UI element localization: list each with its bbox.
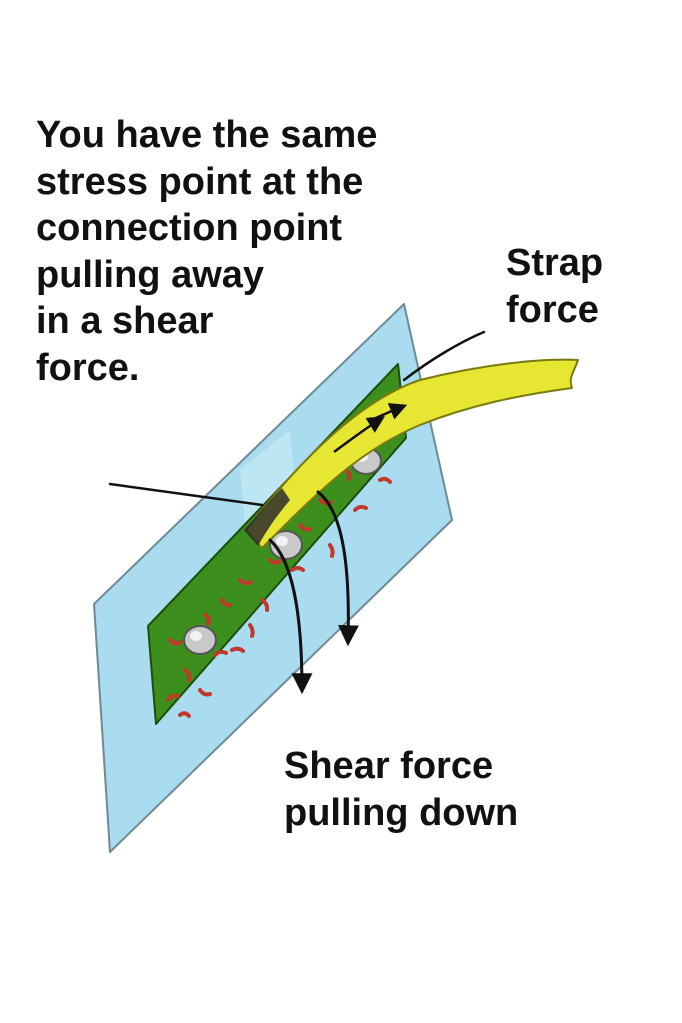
arrow-along-strap-icon [371, 403, 408, 422]
caption-line: pulling down [284, 791, 519, 834]
leader-lines [108, 330, 486, 507]
caption-line: Shear force [284, 745, 494, 787]
caption-line: You have the same [36, 114, 378, 156]
shear-arrows [268, 490, 359, 695]
caption-line: force. [36, 346, 140, 389]
arrow-down-icon [268, 538, 313, 695]
caption-line: force [506, 288, 599, 331]
caption-line: in a shear [36, 300, 214, 342]
bolt-icon [183, 625, 217, 655]
caption-line: connection point [36, 207, 343, 249]
caption-shear-force: Shear force pulling down [284, 743, 518, 836]
strap [244, 358, 579, 549]
arrow-down-icon [316, 490, 359, 647]
caption-line: stress point at the [36, 160, 364, 203]
strap-shadow [244, 488, 290, 546]
leader-line-stress [108, 482, 264, 507]
caption-strap-force: Strap force [506, 240, 603, 333]
caption-stress-point: You have the same stress point at the co… [36, 112, 377, 391]
arrow-along-strap-icon [333, 416, 385, 454]
strap-shape [245, 358, 579, 549]
caption-line: Strap [506, 242, 604, 284]
leader-line-strap [402, 330, 486, 382]
caption-line: pulling away [36, 253, 265, 296]
